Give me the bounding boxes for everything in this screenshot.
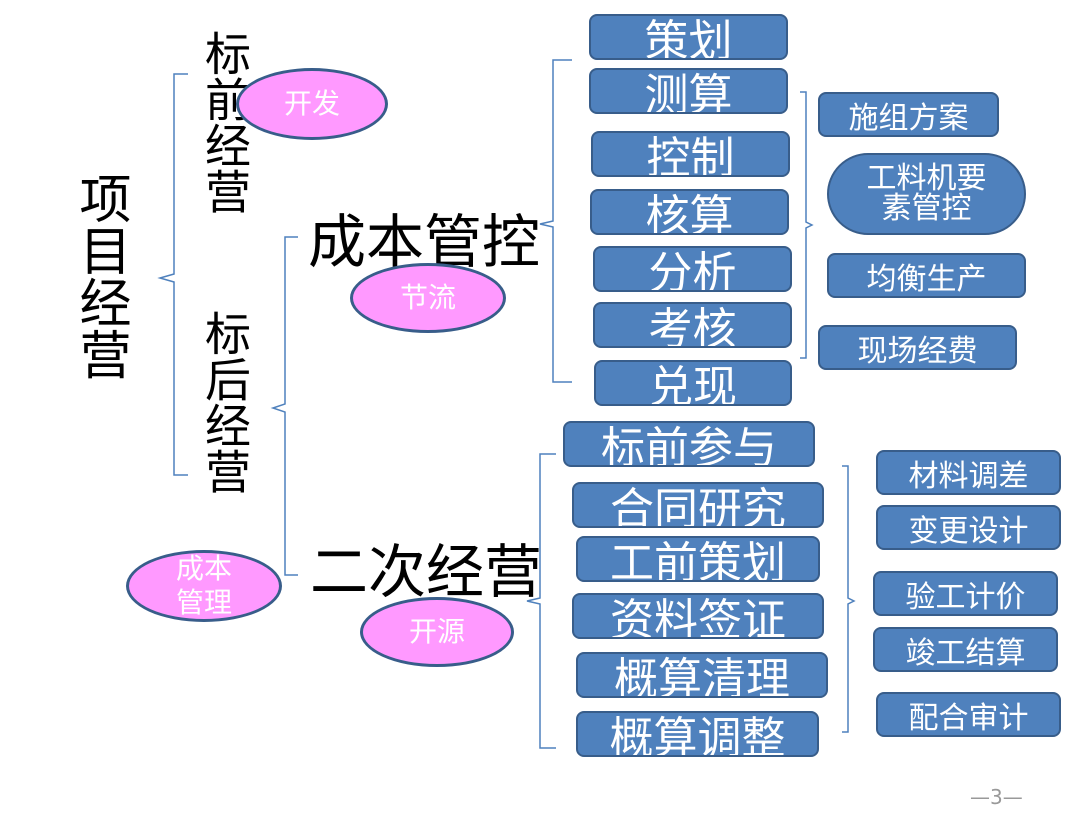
cost-item: 考核 (593, 302, 792, 348)
secondary-item: 标前参与 (563, 421, 815, 467)
cost-item: 兑现 (594, 360, 792, 406)
cost-sub-item: 现场经费 (818, 325, 1017, 370)
oval-open: 开源 (360, 597, 514, 667)
oval-cost-management: 成本 管理 (126, 550, 282, 622)
pre-bid-label: 标前经营 (198, 30, 252, 214)
cost-sub-item: 均衡生产 (827, 253, 1026, 298)
secondary-sub-item: 变更设计 (876, 505, 1061, 550)
secondary-brace (526, 453, 556, 749)
secondary-item: 概算清理 (576, 652, 828, 698)
oval-develop: 开发 (236, 68, 388, 140)
cost-item: 分析 (593, 246, 792, 292)
secondary-heading: 二次经营 (310, 538, 543, 606)
page-number: —3— (970, 785, 1023, 809)
secondary-item: 资料签证 (572, 593, 824, 639)
secondary-item: 工前策划 (576, 536, 820, 582)
post-bid-label: 标后经营 (198, 310, 252, 494)
secondary-sub-item: 竣工结算 (873, 627, 1058, 672)
secondary-item: 合同研究 (572, 482, 824, 528)
cost-item: 控制 (591, 131, 790, 177)
cost-item: 测算 (589, 68, 788, 114)
cost-control-heading: 成本管控 (308, 208, 541, 276)
cost-sub-brace (800, 91, 814, 359)
root-title: 项目经营 (70, 172, 130, 380)
secondary-sub-brace (842, 465, 856, 733)
cost-brace (539, 59, 572, 383)
secondary-item: 概算调整 (576, 711, 819, 757)
oval-cost-management-line1: 成本 (175, 552, 232, 586)
cost-sub-item: 施组方案 (818, 92, 999, 137)
post-bid-brace (270, 236, 298, 576)
root-brace (157, 73, 188, 476)
cost-item: 策划 (589, 14, 788, 60)
secondary-sub-item: 材料调差 (876, 450, 1061, 495)
oval-cost-management-line2: 管理 (175, 586, 232, 619)
secondary-sub-item: 验工计价 (873, 571, 1058, 616)
cost-item: 核算 (590, 189, 789, 235)
cost-sub-item: 工料机要素管控 (827, 153, 1026, 235)
secondary-sub-item: 配合审计 (876, 692, 1061, 737)
oval-save: 节流 (350, 263, 506, 333)
